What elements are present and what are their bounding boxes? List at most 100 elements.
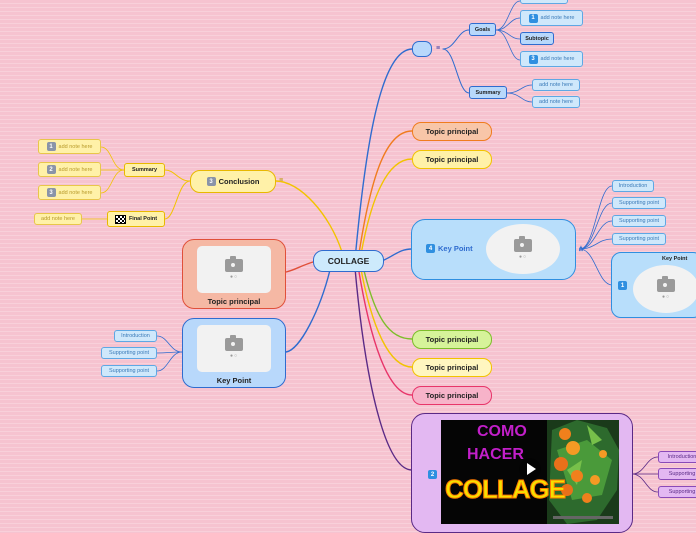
left-topic-card[interactable]: ●○ Topic principal	[182, 239, 286, 309]
image-dots-icon: ●○	[662, 295, 670, 300]
line-summary	[443, 49, 469, 93]
top-branch-topic[interactable]	[412, 41, 432, 57]
top-summary-node[interactable]: Summary	[469, 86, 507, 99]
number-badge-icon: 1	[529, 14, 538, 23]
camera-icon	[225, 338, 243, 351]
kp4-sub-label: Key Point	[662, 256, 687, 262]
topic-principal-yellow-2[interactable]: Topic principal	[412, 358, 492, 377]
number-badge-icon: 4	[426, 244, 435, 253]
image-placeholder: ●○	[486, 224, 560, 274]
thumbnail-title-como: COMO	[477, 423, 527, 441]
line-goal-1	[496, 18, 520, 30]
note-text: add note here	[59, 190, 93, 196]
topic-principal-pink[interactable]: Topic principal	[412, 386, 492, 405]
final-point-note[interactable]: add note here	[34, 213, 82, 225]
line-sum-n1	[101, 147, 124, 170]
camera-icon	[225, 259, 243, 272]
line-kp4-2	[580, 203, 612, 249]
line-topic-3	[362, 262, 412, 339]
goals-node[interactable]: Goals	[469, 23, 496, 36]
top-summary-note-2[interactable]: add note here	[532, 96, 580, 108]
image-placeholder: ●○	[633, 265, 696, 313]
note-text: add note here	[59, 144, 93, 150]
line-goal-0	[496, 1, 520, 30]
number-badge-icon: 3	[47, 188, 56, 197]
number-badge-icon: 1	[618, 281, 627, 290]
conclusion-topic[interactable]: 3 Conclusion	[190, 170, 276, 193]
kp4-point-1[interactable]: Introduction	[612, 180, 654, 192]
checkered-flag-icon	[115, 215, 126, 224]
topic-principal-orange[interactable]: Topic principal	[412, 122, 492, 141]
line-left-topic	[286, 262, 313, 272]
image-dots-icon: ●○	[519, 255, 527, 260]
image-placeholder: ●○	[197, 325, 271, 372]
topic-principal-yellow[interactable]: Topic principal	[412, 150, 492, 169]
video-point-1[interactable]: Introduction	[658, 451, 696, 463]
topic-principal-green[interactable]: Topic principal	[412, 330, 492, 349]
line-vid-1	[632, 457, 658, 474]
line-sn-2	[507, 93, 532, 102]
line-topic-1	[358, 131, 412, 260]
left-kp-point-1[interactable]: Introduction	[114, 330, 157, 342]
left-kp-point-3[interactable]: Supporting point	[101, 365, 157, 377]
note-text: add note here	[59, 167, 93, 173]
line-topic-5	[358, 266, 412, 395]
central-topic[interactable]: COLLAGE	[313, 250, 384, 272]
keypoint4-label: Key Point	[438, 244, 473, 253]
final-point-label: Final Point	[129, 216, 157, 222]
line-lk-1	[157, 336, 182, 352]
left-kp-point-2[interactable]: Supporting point	[101, 347, 157, 359]
keypoint4-card[interactable]: 4 Key Point ●○	[411, 219, 576, 280]
thumbnail-title-hacer: HACER	[467, 446, 524, 464]
conclusion-summary[interactable]: Summary	[124, 163, 165, 177]
video-thumbnail[interactable]: COMO HACER COLLAGE	[441, 420, 619, 524]
line-conc-summary	[165, 170, 190, 181]
line-lk-3	[157, 352, 182, 371]
left-keypoint-card[interactable]: ●○ Key Point	[182, 318, 286, 388]
number-badge-icon: 2	[428, 470, 437, 479]
kp4-sub-card[interactable]: Key Point 1 ●○	[611, 252, 696, 318]
left-topic-label: Topic principal	[183, 297, 285, 306]
line-sn-1	[507, 85, 532, 93]
number-badge-icon: 3	[207, 177, 216, 186]
image-dots-icon: ●○	[230, 275, 238, 280]
branch-link-icon[interactable]: ⋔	[578, 245, 584, 253]
line-goal-3	[496, 30, 520, 60]
line-goals	[443, 30, 469, 49]
camera-icon	[514, 239, 532, 252]
video-point-2[interactable]: Supporting	[658, 468, 696, 480]
top-summary-note-1[interactable]: add note here	[532, 79, 580, 91]
goal-subtopic[interactable]: Subtopic	[520, 32, 554, 45]
line-conc-final	[165, 181, 190, 219]
notes-list-icon[interactable]: ≡	[279, 177, 283, 184]
line-kp4-sub	[580, 249, 612, 285]
thumbnail-title-collage: COLLAGE	[445, 474, 565, 505]
notes-list-icon[interactable]: ≡	[436, 45, 440, 52]
conclusion-label: Conclusion	[219, 177, 260, 186]
image-dots-icon: ●○	[230, 354, 238, 359]
play-icon[interactable]	[519, 458, 541, 480]
line-kp4-3	[580, 221, 612, 249]
line-topic-2	[360, 159, 412, 260]
number-badge-icon: 2	[47, 165, 56, 174]
video-point-3[interactable]: Supporting	[658, 486, 696, 498]
goal-note-top[interactable]	[520, 0, 568, 4]
line-keypoint4	[384, 249, 412, 260]
note-text: add note here	[541, 56, 575, 62]
kp4-point-4[interactable]: Supporting point	[612, 233, 666, 245]
final-point[interactable]: Final Point	[107, 211, 165, 227]
line-sum-n3	[101, 170, 124, 193]
kp4-point-2[interactable]: Supporting point	[612, 197, 666, 209]
number-badge-icon: 1	[47, 142, 56, 151]
video-node-card[interactable]: 2 COMO HACER COLLAGE	[411, 413, 633, 533]
camera-icon	[657, 279, 675, 292]
number-badge-icon: 3	[529, 55, 538, 64]
line-left-keypoint	[286, 270, 330, 352]
kp4-point-3[interactable]: Supporting point	[612, 215, 666, 227]
